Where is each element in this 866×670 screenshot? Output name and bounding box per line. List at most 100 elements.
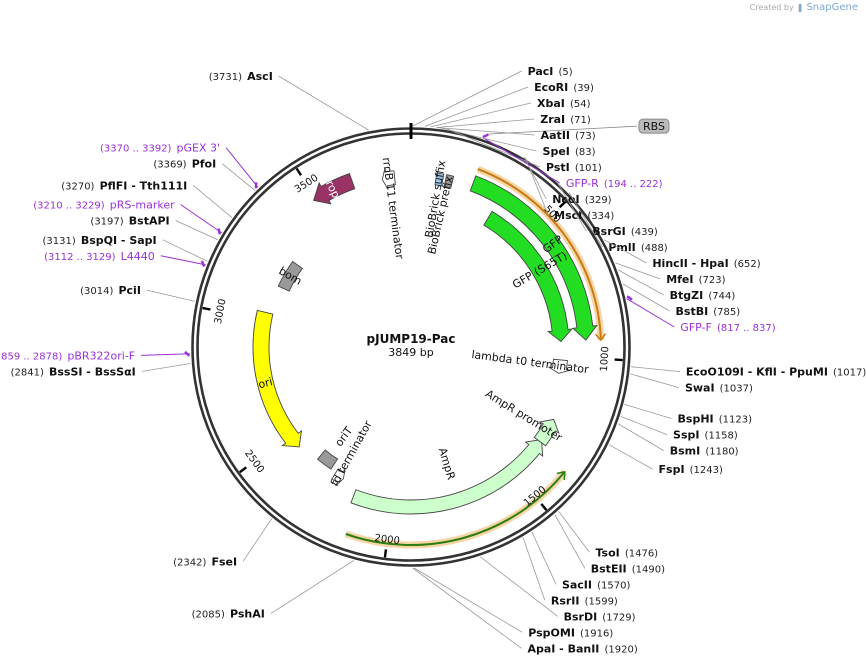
orf-line	[477, 168, 602, 341]
site-psti[interactable]: PstI (101)	[447, 128, 602, 175]
site-leader-line	[437, 127, 535, 136]
ampr-promoter-feature[interactable]	[533, 418, 560, 447]
scale-tick-label: 1000	[599, 346, 612, 372]
site-apai-banii[interactable]: ApaI - BanII (1920)	[412, 567, 638, 656]
site-pshai[interactable]: (2085) PshAI	[192, 560, 355, 622]
site-leader-line	[440, 127, 537, 152]
site-position: (73)	[575, 131, 596, 142]
scale-tick	[558, 200, 567, 209]
site-bsmi[interactable]: BsmI (1180)	[617, 423, 739, 459]
primer-l4440[interactable]: (3112 .. 3129) L4440	[44, 245, 206, 267]
site-label: PacI (5)	[528, 60, 573, 79]
primer-pbr322ori-f[interactable]: (2859 .. 2878) pBR322ori-F	[0, 344, 191, 363]
primer-name: L4440	[121, 250, 155, 263]
rrnb-t1-terminator-feature[interactable]	[381, 167, 396, 190]
site-bsrgi[interactable]: BsrGI (439)	[555, 180, 658, 239]
primer-range: (817 .. 837)	[717, 323, 776, 334]
site-aatii[interactable]: AatII (73)	[437, 124, 596, 143]
site-mfei[interactable]: MfeI (723)	[615, 262, 726, 287]
site-name: BstAPI	[129, 215, 170, 228]
site-name: EcoRI	[534, 81, 568, 94]
primer-leader-line	[160, 255, 206, 266]
site-name: ApaI - BanII	[527, 642, 599, 655]
primer-label: (3210 .. 3229) pRS-marker	[33, 194, 175, 213]
site-leader-line	[609, 444, 653, 470]
site-xbai[interactable]: XbaI (54)	[430, 92, 591, 128]
site-name: PfoI	[192, 158, 217, 171]
site-leader-line	[162, 239, 208, 262]
rbs-feature[interactable]: RBS	[486, 118, 670, 135]
bom-feature[interactable]	[277, 260, 304, 292]
site-pmli[interactable]: PmlI (488)	[568, 192, 668, 256]
site-leader-line	[568, 192, 603, 248]
orit-feature[interactable]	[316, 449, 339, 470]
site-bspqi-sapi[interactable]: (3131) BspQI - SapI	[42, 229, 208, 262]
rrnb-t1-terminator-label: rrnB T1 terminator	[380, 157, 406, 261]
gfp-s65t-feature[interactable]	[483, 210, 574, 343]
site-pflfi-tth111i[interactable]: (3270) PflFI - Tth111I	[61, 174, 233, 218]
ori-feature[interactable]	[252, 309, 303, 448]
site-name: BstBI	[676, 305, 709, 318]
site-ecori[interactable]: EcoRI (39)	[424, 76, 594, 127]
rop-feature[interactable]	[313, 173, 356, 205]
site-label: (2085) PshAI	[192, 603, 265, 622]
site-leader-line	[242, 518, 273, 562]
primer-range: (3370 .. 3392)	[100, 144, 172, 155]
primer-prs-marker[interactable]: (3210 .. 3229) pRS-marker	[33, 194, 222, 235]
ori-label: ori	[257, 375, 274, 391]
site-btgzi[interactable]: BtgZI (744)	[617, 269, 735, 303]
site-spei[interactable]: SpeI (83)	[440, 127, 596, 159]
site-bsrdi[interactable]: BsrDI (1729)	[480, 556, 636, 624]
site-tsoi[interactable]: TsoI (1476)	[558, 511, 658, 560]
biobrick-suffix-feature[interactable]	[434, 172, 445, 187]
site-sacii[interactable]: SacII (1570)	[531, 531, 631, 592]
site-position: (1490)	[632, 564, 665, 575]
biobrick-prefix-feature[interactable]	[443, 174, 455, 189]
site-swai[interactable]: SwaI (1037)	[630, 373, 753, 396]
site-ecoo109i-kfli-ppumi[interactable]: EcoO109I - KflI - PpuMI (1017)	[631, 361, 866, 380]
ampr-feature[interactable]	[350, 439, 544, 515]
site-sspi[interactable]: SspI (1158)	[620, 416, 738, 442]
site-label: PmlI (488)	[608, 236, 667, 255]
site-name: FseI	[211, 555, 237, 568]
site-bsssi-bsss-i[interactable]: (2841) BssSI - BssSαI	[11, 360, 191, 379]
site-asci[interactable]: (3731) AscI	[209, 65, 369, 131]
primer-name: pGEX 3'	[177, 142, 221, 155]
lambda-t0-terminator-feature[interactable]	[548, 358, 571, 374]
site-name: ZraI	[540, 113, 565, 126]
site-pfoi[interactable]: (3369) PfoI	[153, 153, 256, 191]
site-leader-line	[480, 556, 558, 617]
site-leader-line	[555, 180, 587, 232]
primer-layer: GFP-R (194 .. 222) GFP-F (817 .. 837) (337…	[0, 133, 776, 363]
site-bsphi[interactable]: BspHI (1123)	[624, 403, 752, 426]
site-pcii[interactable]: (3014) PciI	[80, 279, 195, 302]
site-bstapi[interactable]: (3197) BstAPI	[90, 210, 218, 241]
site-bstbi[interactable]: BstBI (785)	[622, 283, 740, 319]
site-name: XbaI	[537, 97, 565, 110]
site-paci[interactable]: PacI (5)	[412, 60, 573, 127]
ampr-promoter-label: AmpR promoter	[483, 387, 565, 444]
site-leader-line	[622, 283, 670, 312]
site-leader-line	[278, 75, 369, 131]
gfp-feature[interactable]	[469, 175, 598, 341]
primer-gfp-r[interactable]: GFP-R (194 .. 222)	[482, 133, 663, 191]
site-name: HincII - HpaI	[652, 257, 728, 270]
site-label: ZraI (71)	[540, 108, 591, 127]
site-leader-line	[624, 403, 672, 419]
site-fsei[interactable]: (2342) FseI	[173, 518, 273, 570]
site-hincii-hpai[interactable]: HincII - HpaI (652)	[604, 239, 761, 271]
site-fspi[interactable]: FspI (1243)	[609, 444, 723, 477]
site-label: BsrDI (1729)	[564, 605, 636, 624]
site-rsrii[interactable]: RsrII (1599)	[522, 537, 618, 609]
site-name: BsmI	[670, 445, 701, 458]
fd-terminator-feature[interactable]	[331, 468, 346, 487]
site-pspomi[interactable]: PspOMI (1916)	[413, 567, 613, 640]
credit-brand: SnapGene	[806, 2, 858, 13]
primer-gfp-f[interactable]: GFP-F (817 .. 837)	[626, 295, 776, 335]
site-leader-line	[221, 163, 256, 191]
site-leader-line	[525, 157, 549, 216]
site-position: (785)	[713, 307, 740, 318]
site-bsteii[interactable]: BstEII (1490)	[554, 514, 665, 577]
site-zrai[interactable]: ZraI (71)	[436, 108, 591, 128]
primer-pgex-3[interactable]: (3370 .. 3392) pGEX 3'	[100, 137, 259, 189]
